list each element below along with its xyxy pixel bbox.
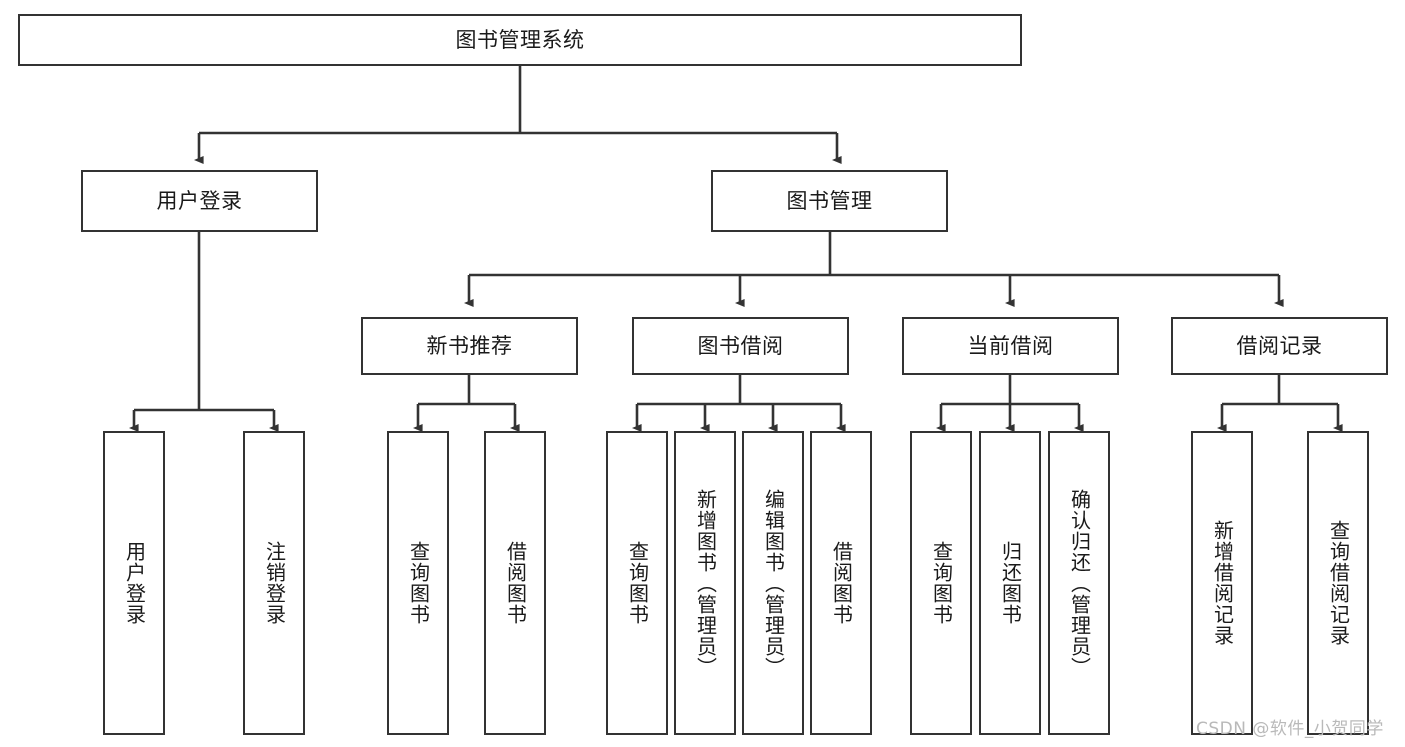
node-label: 新书推荐 — [426, 333, 513, 358]
node-label: 新增图书（管理员） — [693, 488, 718, 678]
node-leaf-query-book-recommend[interactable]: 查询图书 — [387, 431, 449, 735]
node-leaf-user-login[interactable]: 用户登录 — [103, 431, 165, 735]
node-label: 用户登录 — [156, 188, 243, 213]
node-user-login[interactable]: 用户登录 — [81, 170, 318, 232]
node-leaf-confirm-return-admin[interactable]: 确认归还（管理员） — [1048, 431, 1110, 735]
node-leaf-query-book-current[interactable]: 查询图书 — [910, 431, 972, 735]
node-leaf-query-borrow-record[interactable]: 查询借阅记录 — [1307, 431, 1369, 735]
node-label: 当前借阅 — [967, 333, 1054, 358]
node-borrow-record[interactable]: 借阅记录 — [1171, 317, 1388, 375]
node-label: 新增借阅记录 — [1210, 520, 1235, 646]
node-leaf-add-borrow-record[interactable]: 新增借阅记录 — [1191, 431, 1253, 735]
node-label: 查询图书 — [406, 541, 431, 625]
node-leaf-return-book[interactable]: 归还图书 — [979, 431, 1041, 735]
node-root-book-management-system[interactable]: 图书管理系统 — [18, 14, 1022, 66]
node-label: 注销登录 — [262, 541, 287, 625]
node-label: 借阅记录 — [1236, 333, 1323, 358]
node-label: 确认归还（管理员） — [1067, 488, 1092, 678]
node-label: 查询图书 — [625, 541, 650, 625]
node-label: 图书借阅 — [697, 333, 784, 358]
node-leaf-add-book-admin[interactable]: 新增图书（管理员） — [674, 431, 736, 735]
node-label: 借阅图书 — [503, 541, 528, 625]
node-leaf-query-book-borrow[interactable]: 查询图书 — [606, 431, 668, 735]
node-label: 用户登录 — [122, 541, 147, 625]
node-leaf-logout[interactable]: 注销登录 — [243, 431, 305, 735]
node-label: 查询借阅记录 — [1326, 520, 1351, 646]
node-label: 借阅图书 — [829, 541, 854, 625]
node-label: 归还图书 — [998, 541, 1023, 625]
node-current-borrow[interactable]: 当前借阅 — [902, 317, 1119, 375]
node-leaf-borrow-book[interactable]: 借阅图书 — [810, 431, 872, 735]
node-label: 图书管理系统 — [455, 27, 585, 52]
node-book-borrow[interactable]: 图书借阅 — [632, 317, 849, 375]
node-leaf-borrow-book-recommend[interactable]: 借阅图书 — [484, 431, 546, 735]
node-label: 编辑图书（管理员） — [761, 488, 786, 678]
csdn-watermark: CSDN @软件_小贺同学 — [1196, 719, 1384, 739]
node-book-management[interactable]: 图书管理 — [711, 170, 948, 232]
node-new-book-recommend[interactable]: 新书推荐 — [361, 317, 578, 375]
node-label: 查询图书 — [929, 541, 954, 625]
node-label: 图书管理 — [786, 188, 873, 213]
node-leaf-edit-book-admin[interactable]: 编辑图书（管理员） — [742, 431, 804, 735]
